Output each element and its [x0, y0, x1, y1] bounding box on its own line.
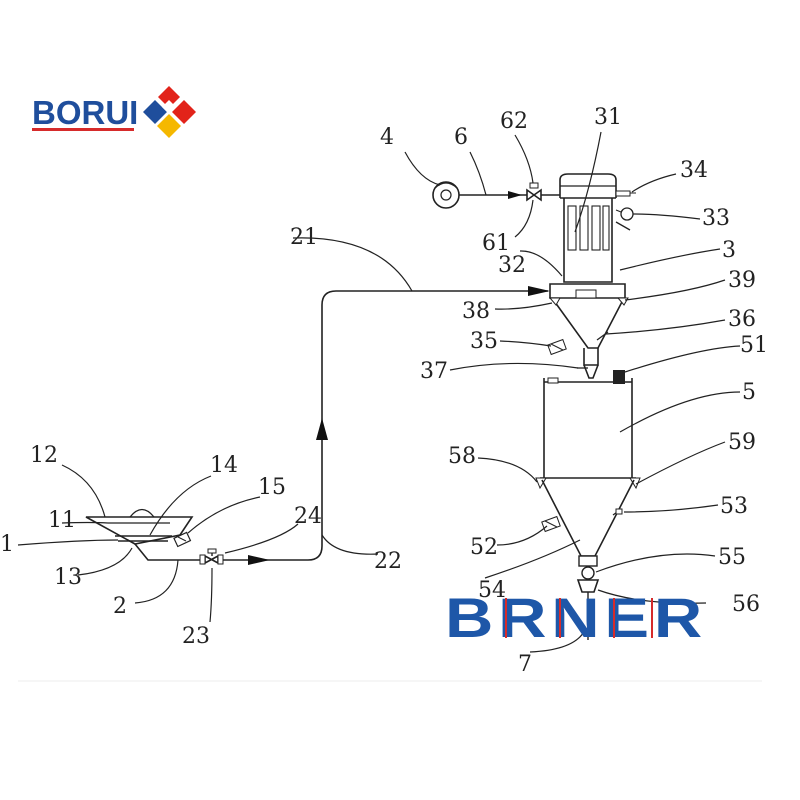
label-56: 56: [732, 592, 760, 617]
borui-underline: [32, 128, 134, 131]
valve-23: [199, 548, 224, 565]
label-3: 3: [722, 238, 736, 263]
flow-arrow-24: [248, 555, 270, 565]
label-11: 11: [48, 508, 76, 533]
label-53: 53: [720, 494, 748, 519]
label-14: 14: [210, 453, 238, 478]
blower-4: [432, 181, 460, 209]
label-54: 54: [478, 578, 506, 603]
label-55: 55: [718, 545, 746, 570]
label-61: 61: [482, 231, 510, 256]
borui-logo-text: BORUI: [32, 94, 138, 131]
borui-diamond-icon: [143, 86, 196, 138]
label-38: 38: [462, 299, 490, 324]
support-38: [548, 297, 561, 306]
borui-logo: BORUI: [32, 86, 196, 138]
brner-watermark: BRNER: [445, 586, 707, 649]
label-59: 59: [728, 430, 756, 455]
label-62: 62: [500, 109, 528, 134]
label-15: 15: [258, 475, 286, 500]
label-2: 2: [113, 594, 127, 619]
label-39: 39: [728, 268, 756, 293]
label-4: 4: [380, 125, 394, 150]
flow-arrow-up: [316, 418, 328, 440]
label-32: 32: [498, 253, 526, 278]
label-23: 23: [182, 624, 210, 649]
outlet-pipe: [134, 543, 205, 561]
brner-logo-text: BRNER: [445, 586, 707, 649]
label-1: 1: [0, 532, 14, 557]
label-6: 6: [454, 125, 468, 150]
support-39: [616, 297, 629, 306]
conveying-pipe-21: [223, 290, 548, 561]
label-51: 51: [740, 333, 768, 358]
valve-62: [526, 182, 560, 202]
label-21: 21: [290, 225, 318, 250]
hopper-cover: [129, 508, 155, 518]
level-sensor-51: [613, 370, 625, 384]
part-labels: 4 6 62 31 34 33 61 21 32 3 39 38 36 35 5…: [0, 105, 768, 677]
label-36: 36: [728, 307, 756, 332]
label-37: 37: [420, 359, 448, 384]
feed-hopper: [85, 508, 205, 561]
flow-arrow-inlet: [528, 286, 550, 296]
label-24: 24: [294, 504, 322, 529]
receiver-cone: [547, 283, 629, 379]
label-13: 13: [54, 565, 82, 590]
label-22: 22: [374, 549, 402, 574]
vibrator-15: [173, 531, 192, 548]
vacuum-receiver-3: [559, 173, 636, 283]
label-34: 34: [680, 158, 708, 183]
label-12: 12: [30, 443, 58, 468]
label-7: 7: [518, 652, 532, 677]
buffer-hopper-5: [535, 370, 641, 640]
label-33: 33: [702, 206, 730, 231]
label-58: 58: [448, 444, 476, 469]
leader-lines: [17, 131, 741, 653]
label-31: 31: [594, 105, 622, 130]
label-35: 35: [470, 329, 498, 354]
label-52: 52: [470, 535, 498, 560]
label-5: 5: [742, 380, 756, 405]
